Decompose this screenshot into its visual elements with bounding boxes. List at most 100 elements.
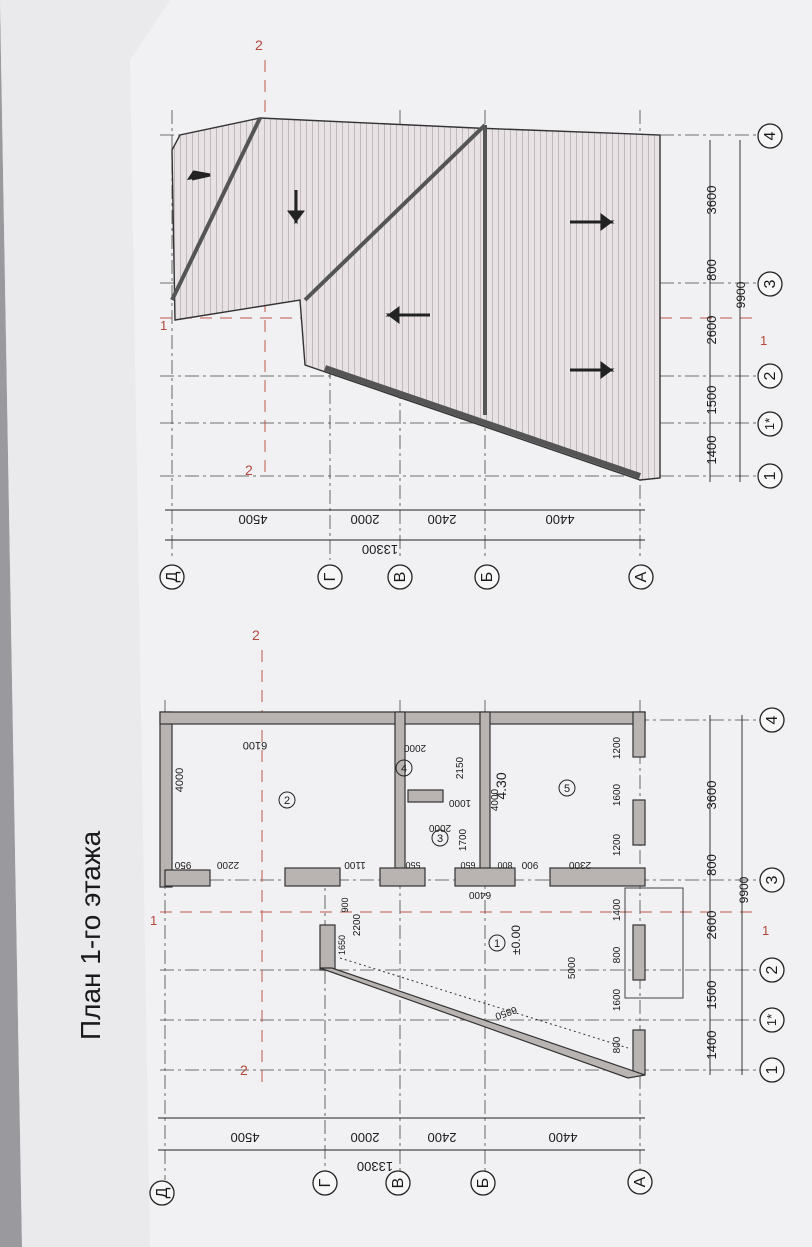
slab-dim-chain-vertical <box>165 509 645 541</box>
dim-900: 900 <box>521 859 538 870</box>
floor-walls <box>159 711 646 1079</box>
floor-dim-h-total: 9900 <box>737 876 751 903</box>
room-markers: 1 ±0.00 2 3 4 5 <box>278 759 576 955</box>
dim-2000-b: 2000 <box>428 822 451 833</box>
slab-axis-2: 2 <box>762 371 779 380</box>
floor-axis-b: Б <box>475 1178 492 1189</box>
dim-2000-a: 2000 <box>403 742 426 753</box>
slab-axis-g: Г <box>322 572 339 581</box>
slab-dim-v-total: 13300 <box>362 542 398 557</box>
dim-800-a: 800 <box>497 860 512 870</box>
floor-axis-2: 2 <box>764 965 781 974</box>
dim-1200-b: 1200 <box>612 833 623 856</box>
dim-1600-b: 1600 <box>612 988 623 1011</box>
dim-6100: 6100 <box>243 739 267 751</box>
floor-dim-h-1500: 1500 <box>704 981 719 1010</box>
slab-dim-h-1400: 1400 <box>704 436 719 465</box>
floor-dim-v-total: 13300 <box>357 1159 393 1174</box>
dim-2200-a: 2200 <box>216 859 239 870</box>
dim-1700: 1700 <box>458 828 469 851</box>
floor-axis-g: Г <box>317 1178 334 1187</box>
floor-dim-v-2400: 2400 <box>428 1130 457 1145</box>
room-1-level: ±0.00 <box>509 925 523 955</box>
floor-axis-3: 3 <box>764 875 781 884</box>
slab-dim-v-4400: 4400 <box>546 512 575 527</box>
dim-1200-a: 1200 <box>612 736 623 759</box>
floor-dim-h-2600: 2600 <box>704 911 719 940</box>
dim-900-b: 900 <box>340 897 350 912</box>
slab-dim-h-total: 9900 <box>734 281 748 308</box>
sheet-title: План 1-го этажа <box>75 830 106 1040</box>
slab-axis-d: Д <box>164 571 181 582</box>
slab-section-mark-bottom: 2 <box>245 462 253 478</box>
dim-1650: 1650 <box>337 935 347 955</box>
room-5-number: 5 <box>564 783 570 795</box>
slab-axis-1star: 1* <box>762 418 777 430</box>
floor-section-mark-right: 1 <box>762 923 769 938</box>
slab-axis-1: 1 <box>762 471 779 480</box>
slab-dim-v-4500: 4500 <box>239 512 268 527</box>
room-3-number: 3 <box>437 833 443 845</box>
floor-dim-chain-vertical <box>158 1117 645 1151</box>
floor-dim-h-800: 800 <box>704 854 719 876</box>
floor-section-mark-top: 2 <box>252 627 260 643</box>
slab-dim-chain-horizontal <box>709 140 741 482</box>
dim-1600-a: 1600 <box>612 783 623 806</box>
span-arrows <box>186 170 615 379</box>
dim-1100: 1100 <box>344 859 366 870</box>
slab-section-mark-top: 2 <box>255 37 263 53</box>
floor-dim-v-4400: 4400 <box>549 1130 578 1145</box>
floor-dim-chain-horizontal <box>709 715 743 1075</box>
room-2-number: 2 <box>284 795 290 807</box>
dim-4000-b: 4000 <box>490 788 501 811</box>
slab-edge-diagonal <box>324 365 641 479</box>
dim-2150: 2150 <box>455 756 466 779</box>
floor-dim-v-2000: 2000 <box>351 1130 380 1145</box>
dim-650: 650 <box>460 860 475 870</box>
slab-axis-b: Б <box>479 572 496 583</box>
floor-axis-4: 4 <box>764 715 781 724</box>
dim-1400-inner: 1400 <box>612 898 623 921</box>
slab-dim-h-1500: 1500 <box>704 386 719 415</box>
slab-section-mark-left: 1 <box>160 318 167 333</box>
dim-550: 550 <box>405 860 420 870</box>
floor-axis-1: 1 <box>764 1065 781 1074</box>
floor-axis-numbers: 1 1* 2 3 4 <box>759 707 785 1083</box>
dim-6400: 6400 <box>468 889 491 900</box>
floor-axis-a: А <box>632 1176 649 1187</box>
paper-fold-shadow <box>0 0 170 1247</box>
slab-axis-3: 3 <box>762 279 779 288</box>
slab-axis-4: 4 <box>762 131 779 140</box>
slab-dim-h-2600: 2600 <box>704 316 719 345</box>
slab-dim-h-800: 800 <box>704 259 719 281</box>
slab-plan: 4500 2000 2400 4400 13300 1400 1500 2600… <box>159 37 783 590</box>
floor-porch-outline <box>624 887 684 999</box>
slab-beam-diagonal-2 <box>303 123 487 302</box>
floor-axis-d: Д <box>154 1187 171 1198</box>
slab-dim-h-3600: 3600 <box>704 186 719 215</box>
slab-axis-a: А <box>633 571 650 582</box>
floor-axis-letters: Д Г В Б А <box>149 1169 653 1206</box>
floor-dim-h-1400: 1400 <box>704 1031 719 1060</box>
floor-axis-1star: 1* <box>764 1014 779 1026</box>
dim-1000: 1000 <box>448 797 471 808</box>
dim-2200-b: 2200 <box>352 913 363 936</box>
dim-5000: 5000 <box>567 956 578 979</box>
dim-800-b: 800 <box>612 946 623 963</box>
slab-outline <box>171 117 661 481</box>
floor-dim-v-4500: 4500 <box>231 1130 260 1145</box>
slab-section-mark-right: 1 <box>760 333 767 348</box>
slab-beam-diagonal-1 <box>170 117 262 301</box>
floor-plan: 1 ±0.00 2 3 4 5 4000 6100 2000 2150 4000… <box>149 627 785 1206</box>
slab-dim-v-2000: 2000 <box>351 512 380 527</box>
floor-axis-v: В <box>390 1178 407 1189</box>
floor-dim-h-3600: 3600 <box>704 781 719 810</box>
dim-950: 950 <box>174 859 191 870</box>
floor-section-mark-bottom: 2 <box>240 1062 248 1078</box>
floor-diagonal-dotted <box>339 957 629 1049</box>
room-4-number: 4 <box>401 763 407 775</box>
dim-2300: 2300 <box>568 859 591 870</box>
dim-800-c: 800 <box>612 1036 623 1053</box>
slab-axis-letters: Д Г В Б А <box>159 564 654 590</box>
